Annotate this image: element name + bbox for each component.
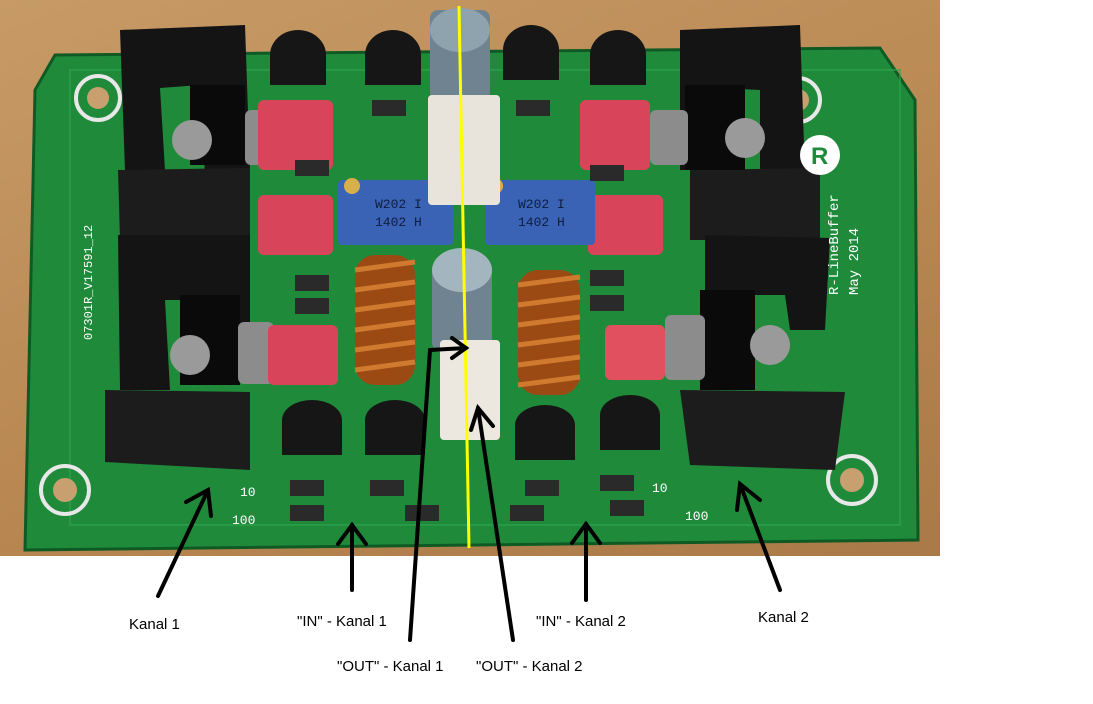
smd-resistor [525,480,559,496]
heatsink-top-right [680,25,820,240]
transistor [600,395,660,450]
trimmer-label-left-1: W202 I [375,197,422,212]
heatsink-bottom-right [680,235,845,470]
film-capacitor [588,195,663,255]
board-product-name: R-LineBuffer [827,194,843,295]
smd-resistor [295,160,329,176]
board-part-number: 07301R_V17591_12 [82,225,96,340]
transistor [270,30,326,85]
smd-resistor [610,500,644,516]
silk-label: 100 [232,513,255,528]
film-capacitor [580,100,650,170]
smd-resistor [370,480,404,496]
label-out-kanal1: "OUT" - Kanal 1 [337,658,444,675]
smd-resistor [600,475,634,491]
smd-resistor [290,480,324,496]
transistor [515,405,575,460]
smd-resistor [372,100,406,116]
board-date: May 2014 [847,228,863,295]
mounting-hole [74,74,122,122]
pcb-photo: W202 I 1402 H W202 I 1402 H [0,0,940,556]
screw [650,110,765,165]
heatsink-bottom-left [105,235,250,470]
film-capacitor [605,325,665,380]
smd-resistor [290,505,324,521]
transistor [590,30,646,85]
brand-logo: R [800,135,840,175]
label-in-kanal1: "IN" - Kanal 1 [297,613,387,630]
screw [170,322,274,384]
silk-label: 10 [652,481,668,496]
smd-resistor [295,298,329,314]
label-kanal1: Kanal 1 [129,616,180,633]
screw [665,315,790,380]
transistor [365,30,421,85]
trimmer-potentiometer-left: W202 I 1402 H [338,178,453,245]
inductor-coil-left [354,255,416,385]
trimmer-label-left-2: 1402 H [375,215,422,230]
inductor-coil-right [517,270,581,395]
silk-label: 100 [685,509,708,524]
trimmer-label-right-2: 1402 H [518,215,565,230]
smd-resistor [295,275,329,291]
smd-resistor [590,270,624,286]
mounting-hole [39,464,91,516]
silk-label: 10 [240,485,256,500]
smd-resistor [590,295,624,311]
brand-logo-letter: R [811,143,828,170]
trimmer-potentiometer-right: W202 I 1402 H [485,178,595,245]
heatsink-top-left [118,25,250,240]
smd-resistor [510,505,544,521]
label-out-kanal2: "OUT" - Kanal 2 [476,658,583,675]
film-capacitor [258,100,333,170]
label-kanal2: Kanal 2 [758,609,809,626]
transistor [365,400,425,455]
film-capacitor [268,325,338,385]
transistor [282,400,342,455]
label-in-kanal2: "IN" - Kanal 2 [536,613,626,630]
smd-resistor [590,165,624,181]
trimmer-label-right-1: W202 I [518,197,565,212]
smd-resistor [516,100,550,116]
connector-top [428,95,500,205]
electrolytic-capacitor-center [432,248,492,352]
transistor [503,25,559,80]
connector-bottom [440,340,500,440]
mounting-hole [826,454,878,506]
film-capacitor [258,195,333,255]
pcb-board-illustration: W202 I 1402 H W202 I 1402 H [23,8,920,552]
electrolytic-capacitor-top [430,8,490,100]
smd-resistor [405,505,439,521]
